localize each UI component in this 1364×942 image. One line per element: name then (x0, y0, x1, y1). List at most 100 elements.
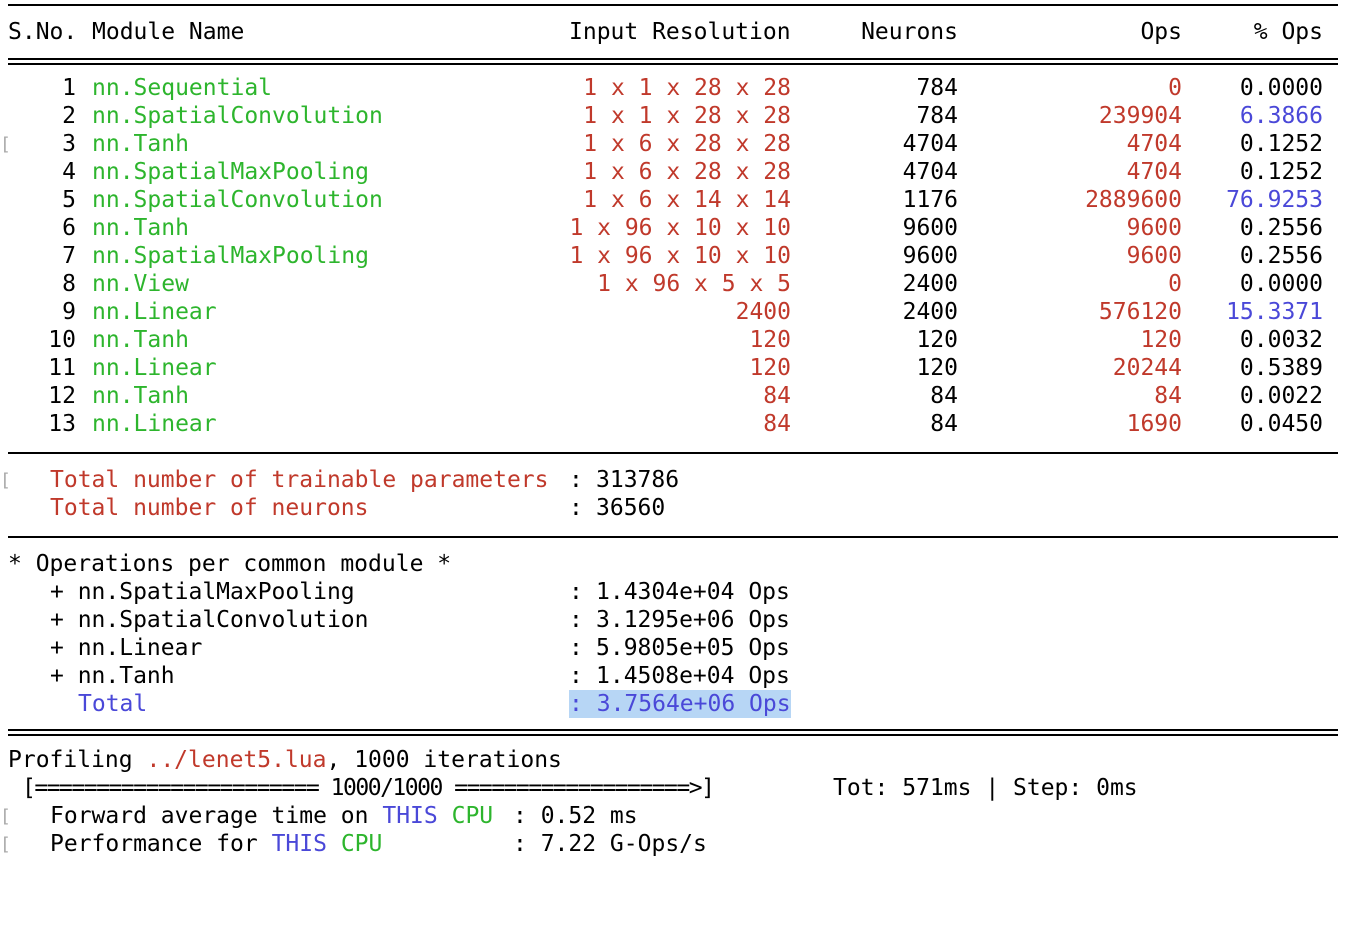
row-sno: 10 (48, 327, 76, 353)
row-neurons: 4704 (902, 131, 958, 157)
row-ops: 84 (1154, 383, 1182, 409)
header-sno: S.No. (8, 19, 78, 45)
row-ops: 239904 (1098, 103, 1182, 129)
table-header: S.No. Module Name Input Resolution Neuro… (0, 18, 1323, 46)
performance-label: Performance for (50, 831, 272, 857)
row-input-resolution: 1 x 6 x 28 x 28 (583, 131, 791, 157)
row-ops: 2889600 (1085, 187, 1182, 213)
ops-item-name: + nn.Linear (50, 635, 203, 661)
row-ops: 576120 (1098, 299, 1182, 325)
row-pct-ops: 6.3866 (1239, 103, 1323, 129)
row-module-name: nn.Linear (92, 411, 217, 437)
row-input-resolution: 1 x 6 x 14 x 14 (583, 187, 791, 213)
ops-total-selection[interactable]: : 3.7564e+06 Ops (569, 690, 791, 718)
row-module-name: nn.Linear (92, 299, 217, 325)
row-ops: 0 (1168, 75, 1182, 101)
row-pct-ops: 0.0032 (1239, 327, 1323, 353)
row-neurons: 84 (930, 383, 958, 409)
row-sno: 6 (62, 215, 76, 241)
row-neurons: 784 (916, 103, 958, 129)
forward-time-line: Forward average time on THIS CPU : 0.52 … (0, 802, 638, 830)
row-module-name: nn.Tanh (92, 215, 189, 241)
gutter-bracket: [ (0, 834, 11, 855)
this-label: THIS (382, 803, 438, 829)
ops-item-value: 3.1295e+06 Ops (596, 607, 790, 633)
row-pct-ops: 0.0000 (1239, 271, 1323, 297)
divider (8, 4, 1338, 6)
profiling-file: ../lenet5.lua (146, 747, 327, 773)
row-input-resolution: 120 (749, 327, 791, 353)
row-ops: 120 (1140, 327, 1182, 353)
separator: : (569, 691, 583, 717)
separator: : (569, 635, 583, 661)
row-pct-ops: 0.0000 (1239, 75, 1323, 101)
row-input-resolution: 1 x 96 x 5 x 5 (597, 271, 791, 297)
ops-item-value: 1.4304e+04 Ops (596, 579, 790, 605)
row-module-name: nn.Tanh (92, 327, 189, 353)
divider (8, 452, 1338, 454)
row-neurons: 2400 (902, 271, 958, 297)
divider (8, 729, 1338, 736)
header-input: Input Resolution (569, 19, 791, 45)
row-module-name: nn.Tanh (92, 383, 189, 409)
row-sno: 8 (62, 271, 76, 297)
header-module: Module Name (92, 19, 245, 45)
row-sno: 5 (62, 187, 76, 213)
row-input-resolution: 84 (763, 383, 791, 409)
row-sno: 12 (48, 383, 76, 409)
performance-text: Performance for THIS CPU (50, 830, 382, 858)
separator: : (569, 579, 583, 605)
separator: : (569, 663, 583, 689)
row-module-name: nn.SpatialConvolution (92, 103, 383, 129)
total-params-line: Total number of trainable parameters : 3… (0, 466, 679, 494)
row-module-name: nn.View (92, 271, 189, 297)
row-neurons: 120 (916, 355, 958, 381)
ops-item-name: + nn.SpatialMaxPooling (50, 579, 355, 605)
total-neurons-line: Total number of neurons : 36560 (0, 494, 665, 522)
divider (8, 58, 1338, 65)
row-ops: 9600 (1126, 243, 1182, 269)
cpu-label: CPU (340, 831, 383, 857)
ops-total-value: 3.7564e+06 Ops (596, 691, 791, 717)
performance-value: : 7.22 G-Ops/s (513, 831, 707, 857)
this-label: THIS (271, 831, 327, 857)
row-pct-ops: 76.9253 (1226, 187, 1323, 213)
divider (8, 536, 1338, 538)
total-neurons-value: 36560 (596, 495, 666, 521)
forward-time-text: Forward average time on THIS CPU (50, 802, 493, 830)
row-ops: 9600 (1126, 215, 1182, 241)
row-input-resolution: 1 x 96 x 10 x 10 (569, 215, 791, 241)
row-neurons: 2400 (902, 299, 958, 325)
gutter-bracket: [ (0, 806, 11, 827)
row-module-name: nn.SpatialMaxPooling (92, 243, 369, 269)
row-pct-ops: 0.2556 (1239, 215, 1323, 241)
total-params-value: 313786 (596, 467, 680, 493)
ops-item-name: + nn.Tanh (50, 663, 175, 689)
row-input-resolution: 1 x 1 x 28 x 28 (583, 75, 791, 101)
terminal-window: S.No. Module Name Input Resolution Neuro… (0, 4, 1338, 858)
row-ops: 20244 (1112, 355, 1182, 381)
header-neurons: Neurons (861, 19, 958, 45)
row-sno: 13 (48, 411, 76, 437)
row-sno: 7 (62, 243, 76, 269)
profiling-prefix: Profiling (8, 747, 147, 773)
progress-bar: [======================= 1000/1000 =====… (22, 775, 715, 801)
row-input-resolution: 1 x 1 x 28 x 28 (583, 103, 791, 129)
separator: : (569, 607, 583, 633)
row-ops: 4704 (1126, 131, 1182, 157)
cpu-label: CPU (451, 803, 494, 829)
row-pct-ops: 15.3371 (1226, 299, 1323, 325)
row-neurons: 4704 (902, 159, 958, 185)
row-sno: 11 (48, 355, 76, 381)
profiling-suffix: , 1000 iterations (326, 747, 562, 773)
row-neurons: 784 (916, 75, 958, 101)
row-ops: 0 (1168, 271, 1182, 297)
row-pct-ops: 0.0022 (1239, 383, 1323, 409)
row-sno: 3 (62, 131, 76, 157)
profiling-text: Profiling ../lenet5.lua, 1000 iterations (8, 746, 562, 774)
row-ops: 1690 (1126, 411, 1182, 437)
performance-line: Performance for THIS CPU : 7.22 G-Ops/s (0, 830, 707, 858)
separator: : (569, 467, 583, 493)
row-pct-ops: 0.1252 (1239, 131, 1323, 157)
row-neurons: 1176 (902, 187, 958, 213)
